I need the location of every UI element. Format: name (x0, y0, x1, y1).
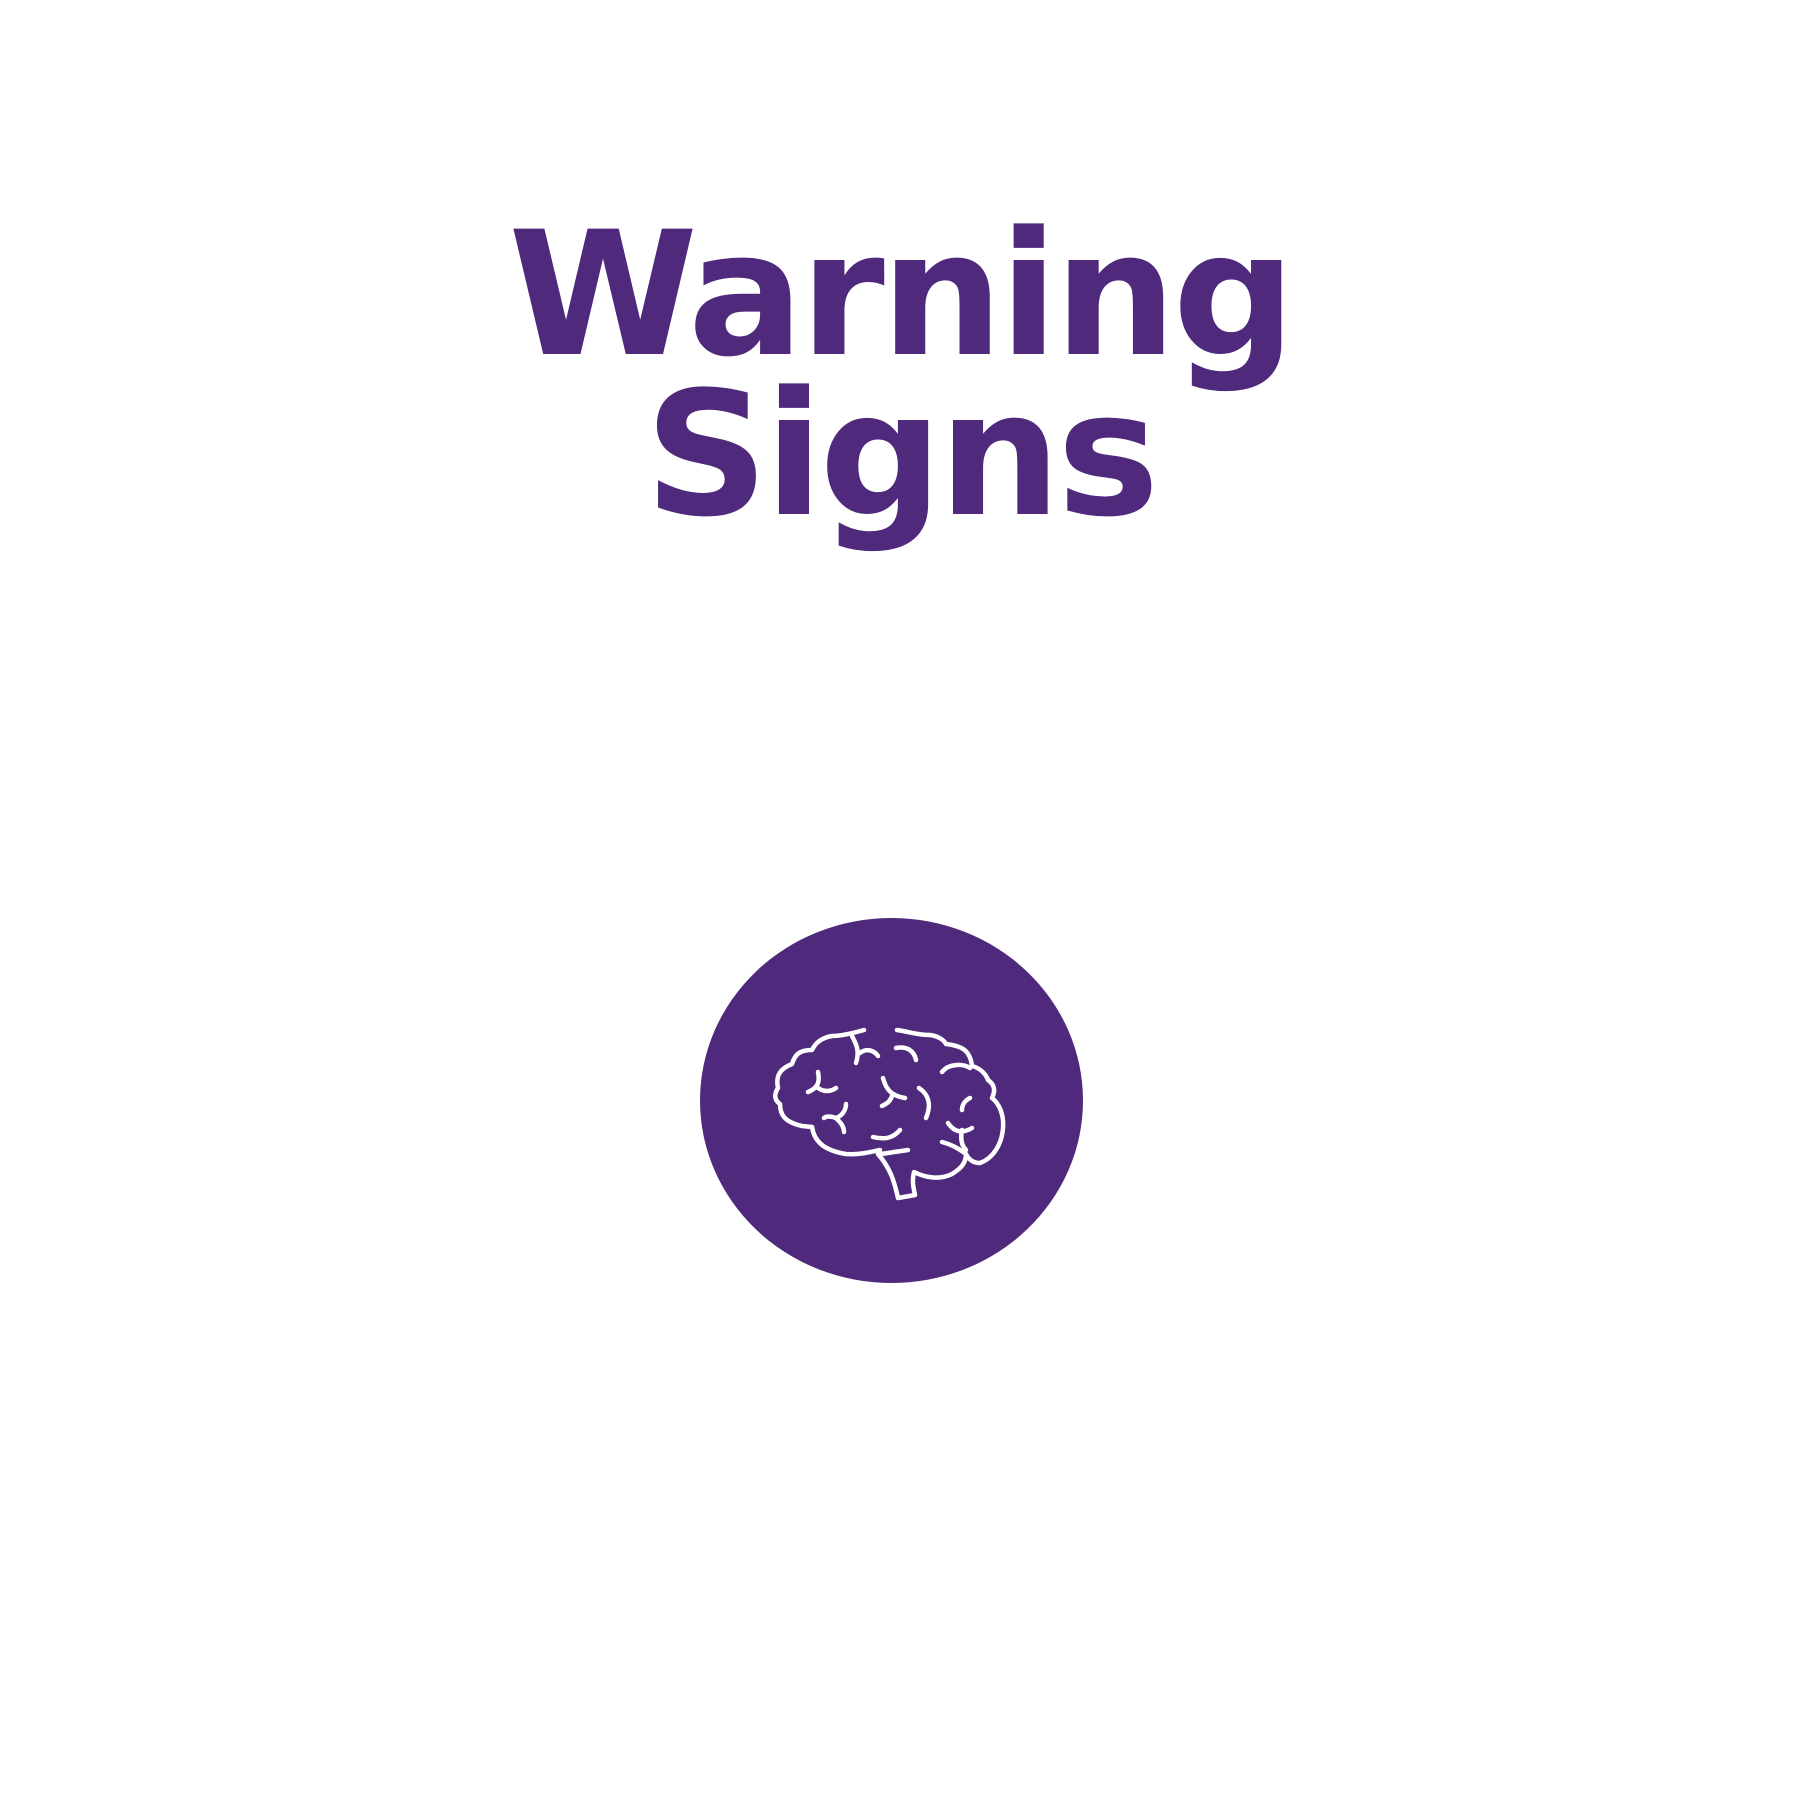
title-line-1: Warning (508, 194, 1295, 395)
title-line-2: Signs (644, 354, 1160, 555)
brain-icon (773, 1027, 1006, 1201)
brain-badge (700, 918, 1083, 1283)
page-title: Warning Signs (0, 194, 1800, 555)
